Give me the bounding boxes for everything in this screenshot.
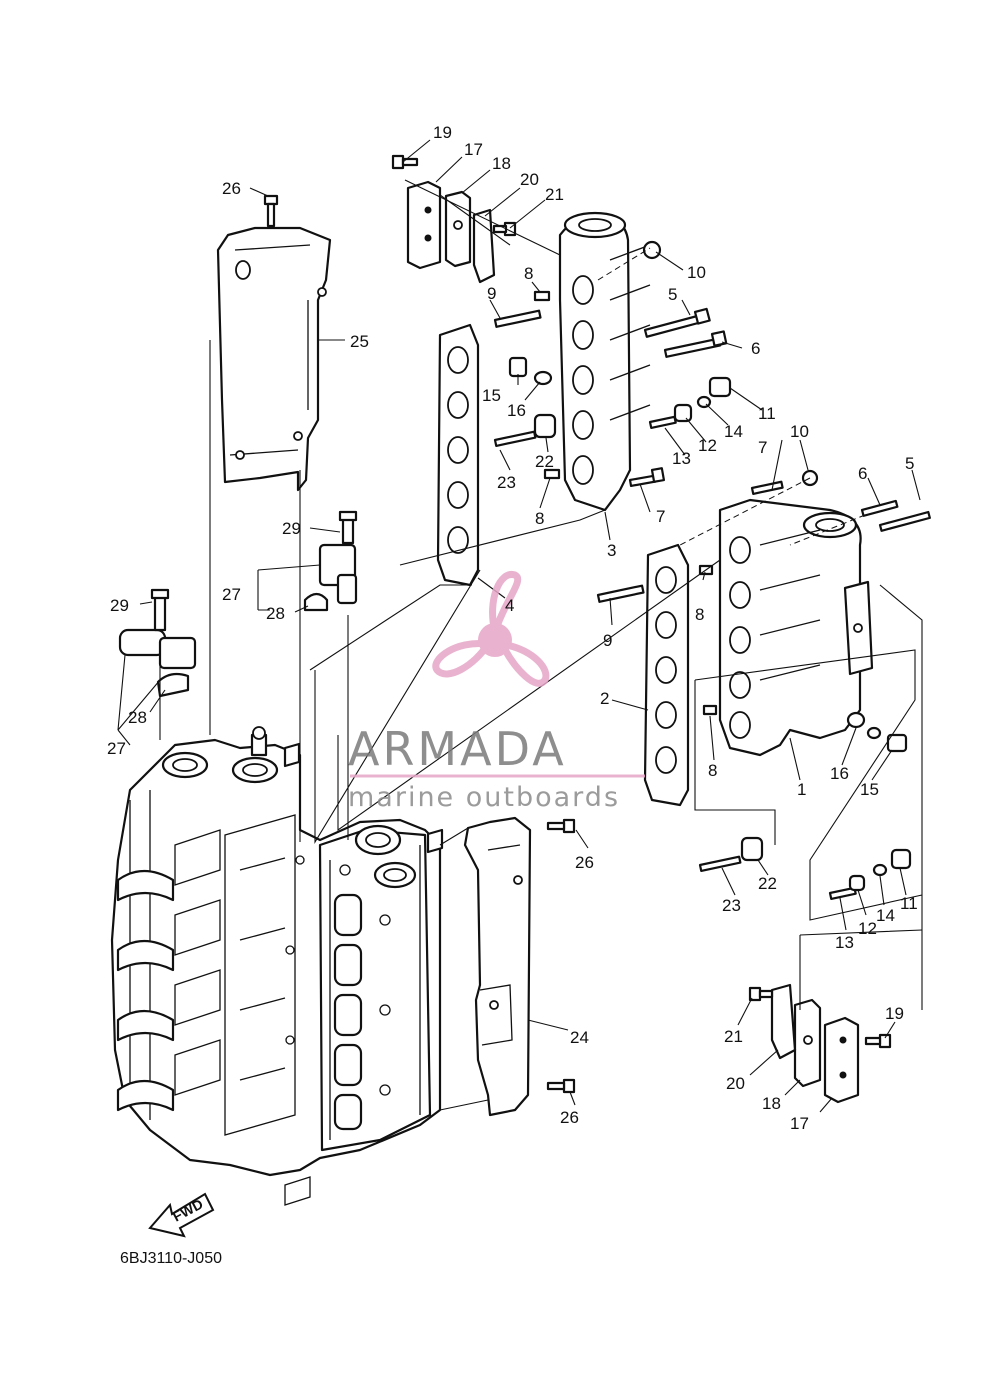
callout-14: 14 (876, 906, 895, 925)
callout-10: 10 (687, 263, 706, 282)
bolt-26-middle (546, 818, 576, 834)
callout-12: 12 (698, 436, 717, 455)
bolt-26-lower (546, 1078, 576, 1094)
callout-12: 12 (858, 919, 877, 938)
callout-6: 6 (858, 464, 867, 483)
callout-13: 13 (835, 933, 854, 952)
callout-28: 28 (128, 708, 147, 727)
callout-25: 25 (350, 332, 369, 351)
leader-lines (117, 139, 921, 1113)
callout-14: 14 (724, 422, 743, 441)
callout-8: 8 (708, 761, 717, 780)
callout-8: 8 (695, 605, 704, 624)
watermark-brand: ARMADA (348, 722, 567, 776)
callout-10: 10 (790, 422, 809, 441)
callout-13: 13 (672, 449, 691, 468)
callout-15: 15 (860, 780, 879, 799)
part-3-manifold (558, 211, 651, 512)
callout-19: 19 (433, 123, 452, 142)
callout-27: 27 (222, 585, 241, 604)
armada-watermark: ARMADA marine outboards (348, 571, 645, 813)
part-2-gasket (643, 543, 690, 807)
part-18-gasket-lower (793, 998, 822, 1088)
callout-23: 23 (497, 473, 516, 492)
propeller-logo-icon (432, 571, 550, 687)
part-17-plate-upper (406, 180, 442, 270)
callout-26: 26 (575, 853, 594, 872)
callout-21: 21 (724, 1027, 743, 1046)
callout-21: 21 (545, 185, 564, 204)
part-20-bracket-lower (770, 983, 797, 1060)
bolt-19-lower (864, 1033, 892, 1049)
callout-3: 3 (607, 541, 616, 560)
callout-20: 20 (726, 1074, 745, 1093)
callout-22: 22 (535, 452, 554, 471)
callout-22: 22 (758, 874, 777, 893)
part-17-plate-lower (823, 1016, 860, 1104)
callout-9: 9 (487, 284, 496, 303)
callout-19: 19 (885, 1004, 904, 1023)
bolt-21-lower (748, 986, 774, 1002)
callout-15: 15 (482, 386, 501, 405)
callout-20: 20 (520, 170, 539, 189)
callout-28: 28 (266, 604, 285, 623)
fwd-arrow-icon: FWD (148, 1192, 215, 1238)
callout-26: 26 (560, 1108, 579, 1127)
callout-8: 8 (535, 509, 544, 528)
part-24-cover (463, 816, 532, 1117)
part-25-cover (216, 226, 332, 492)
callout-5: 5 (905, 454, 914, 473)
callout-18: 18 (762, 1094, 781, 1113)
callout-16: 16 (830, 764, 849, 783)
callout-labels: 19 17 18 20 21 26 10 8 9 5 25 6 15 16 11… (107, 123, 918, 1133)
callout-1: 1 (797, 780, 806, 799)
watermark-tagline: marine outboards (348, 782, 620, 813)
sensor-27-upper (303, 510, 358, 612)
drawing-code: 6BJ3110-J050 (120, 1250, 222, 1267)
callout-29: 29 (110, 596, 129, 615)
callout-18: 18 (492, 154, 511, 173)
callout-24: 24 (570, 1028, 589, 1047)
callout-27: 27 (107, 739, 126, 758)
callout-6: 6 (751, 339, 760, 358)
callout-17: 17 (464, 140, 483, 159)
part-20-bracket-upper (472, 208, 496, 284)
callout-26: 26 (222, 179, 241, 198)
callout-2: 2 (600, 689, 609, 708)
part-1-manifold (718, 498, 874, 757)
assembly-lines (159, 179, 923, 1111)
callout-4: 4 (505, 596, 514, 615)
part-18-gasket-upper (444, 190, 472, 268)
part-4-gasket (436, 323, 480, 587)
cylinder-block (110, 726, 444, 1206)
callout-8: 8 (524, 264, 533, 283)
sensor-27-left (118, 588, 197, 698)
callout-11: 11 (900, 894, 918, 913)
fasteners-lower (596, 469, 931, 900)
callout-5: 5 (668, 285, 677, 304)
callout-7: 7 (656, 507, 665, 526)
bolt-26-upper (263, 194, 279, 228)
callout-9: 9 (603, 631, 612, 650)
callout-11: 11 (758, 404, 776, 423)
callout-16: 16 (507, 401, 526, 420)
callout-7: 7 (758, 438, 767, 457)
callout-23: 23 (722, 896, 741, 915)
callout-17: 17 (790, 1114, 809, 1133)
callout-29: 29 (282, 519, 301, 538)
bolt-19-upper (391, 154, 419, 170)
